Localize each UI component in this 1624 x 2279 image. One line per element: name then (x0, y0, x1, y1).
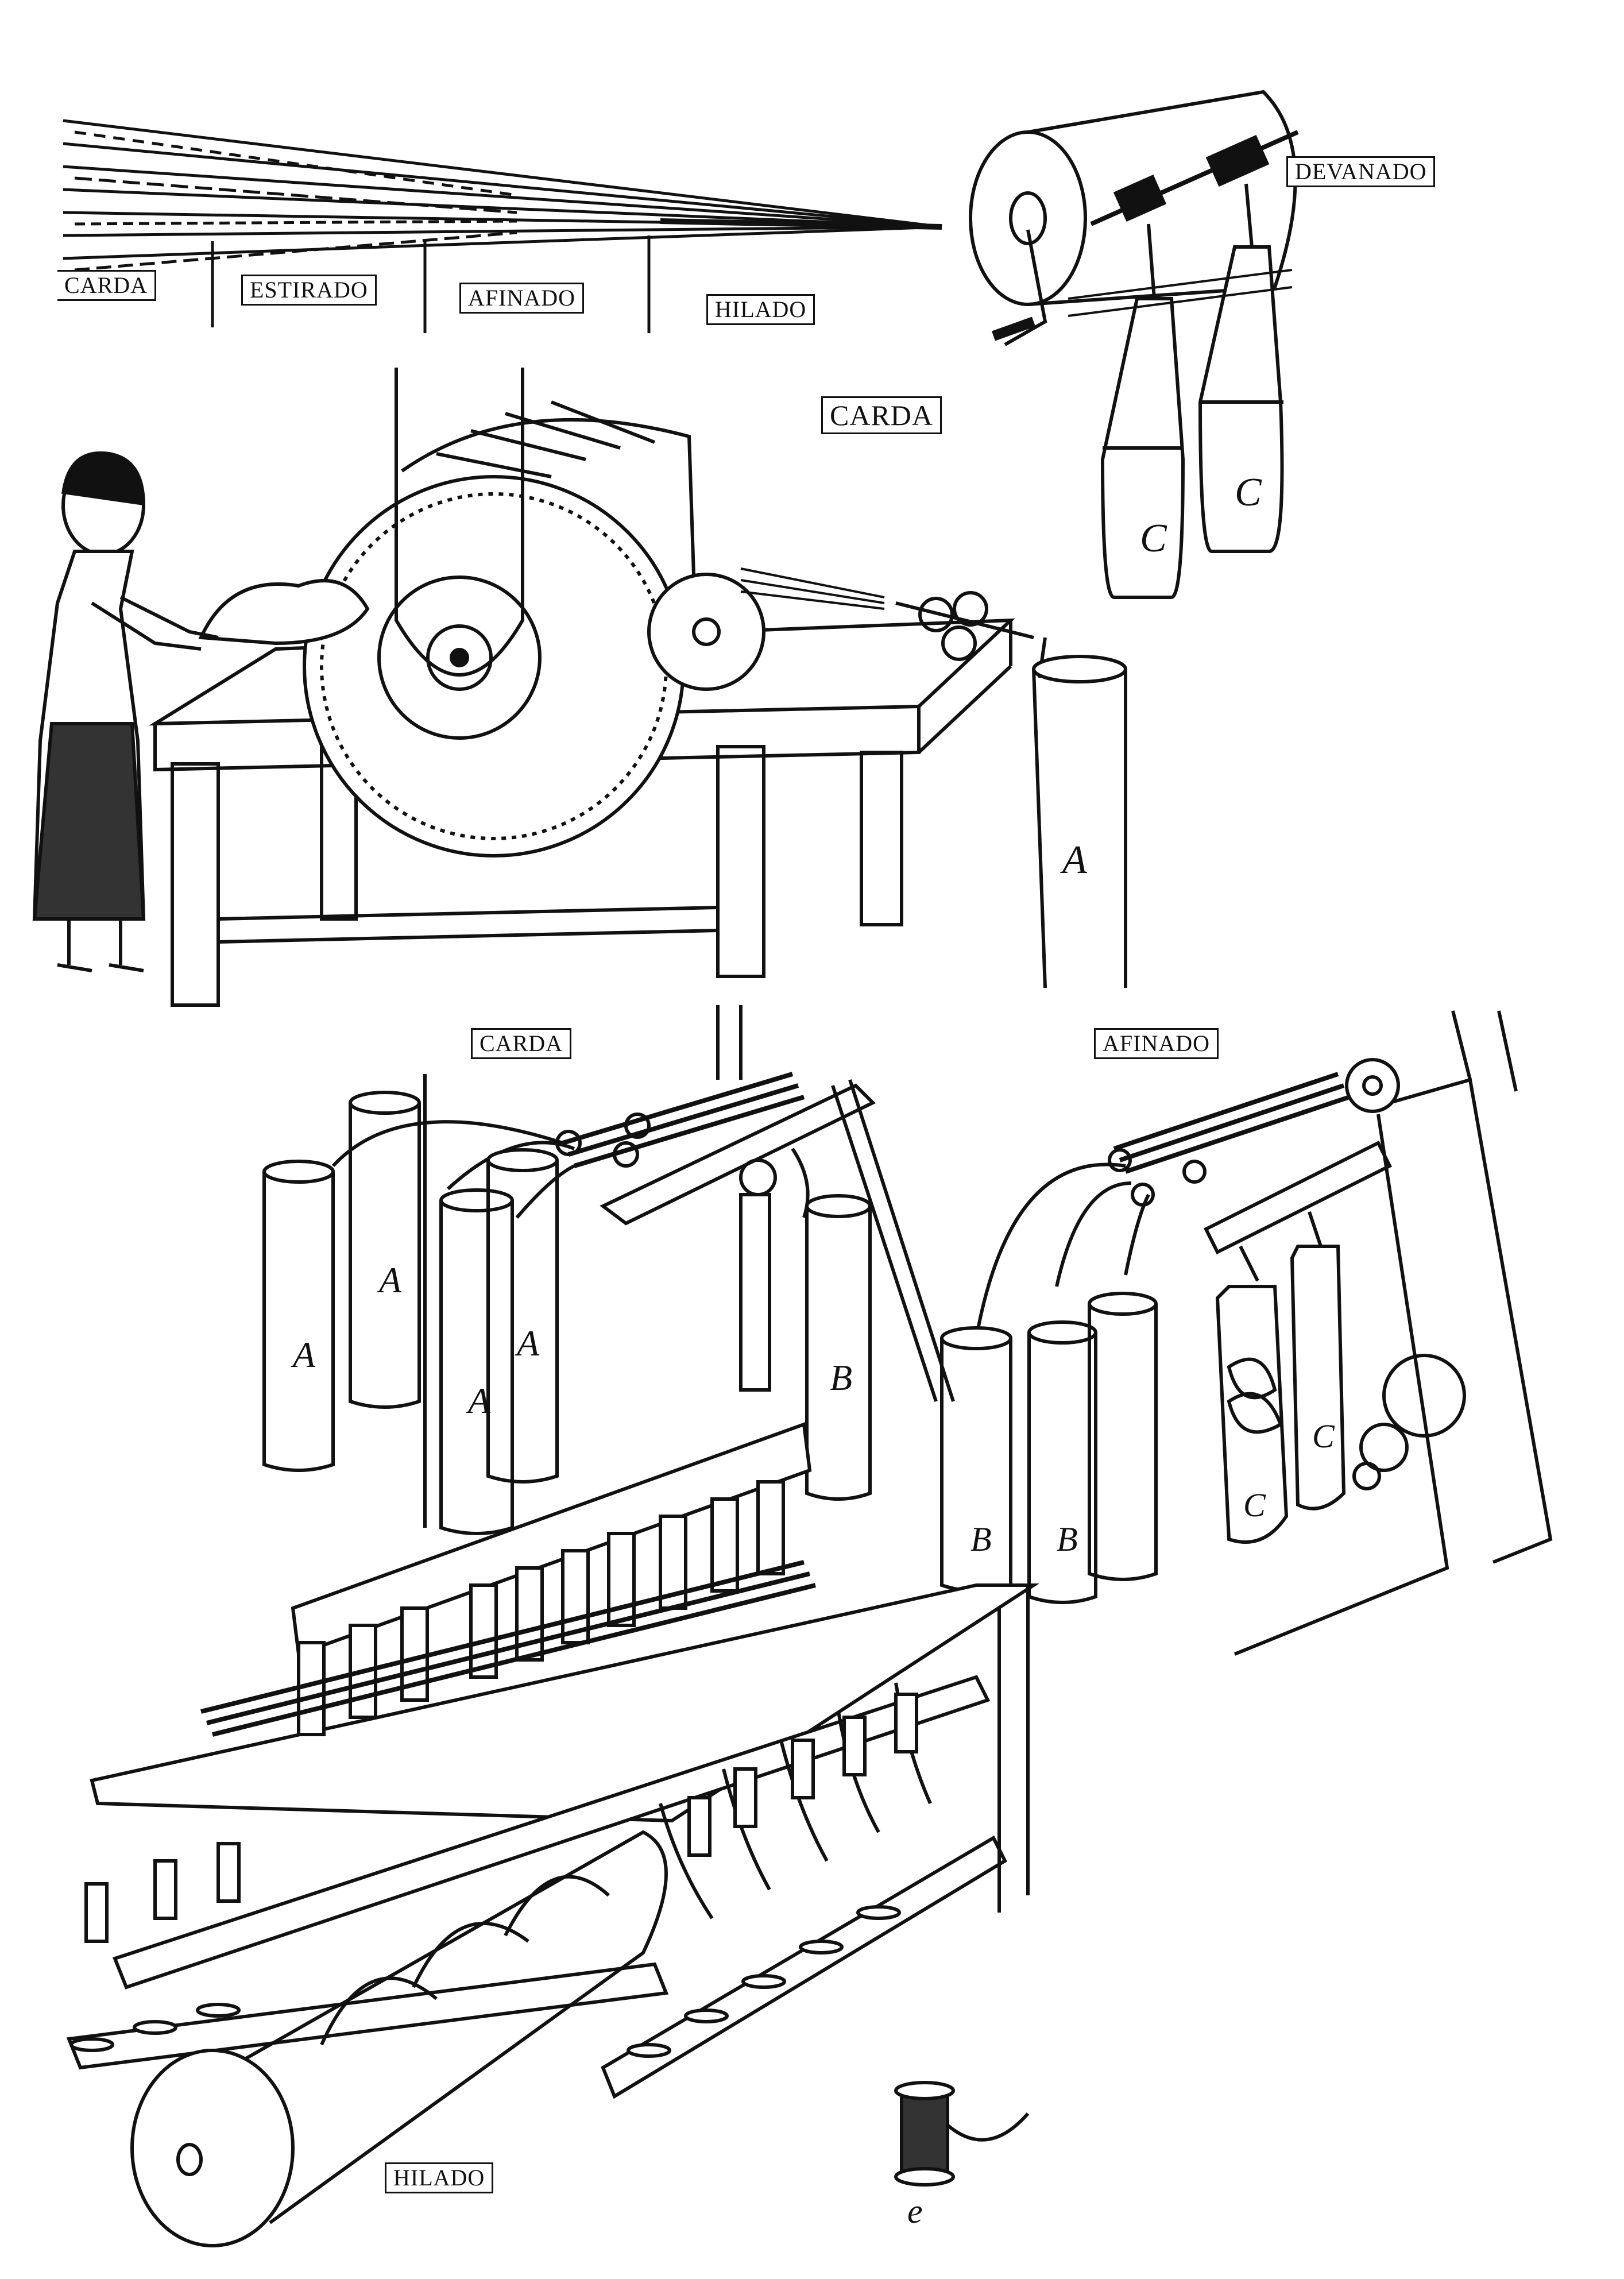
label-carda-machine: CARDA (821, 396, 942, 434)
drawing-frame (262, 1005, 955, 1535)
can-mark-a-2: A (377, 1260, 402, 1300)
fiber-strip (63, 119, 942, 333)
devanado-machine (969, 90, 1299, 599)
label-carda-stretch: CARDA (471, 1028, 572, 1059)
worker-figure (32, 451, 219, 972)
label-hilado-top: HILADO (706, 294, 815, 325)
can-mark-b-2: B (970, 1520, 992, 1558)
label-afinado-machine: AFINADO (1094, 1028, 1219, 1059)
bobbin-mark-e: e (907, 2192, 923, 2230)
carding-machine (149, 368, 1127, 1007)
label-afinado-top: AFINADO (459, 283, 584, 314)
spindles (69, 1693, 918, 2058)
spinning-frame (66, 1422, 1040, 2247)
label-hilado-machine: HILADO (385, 2162, 494, 2193)
can-mark-a-carding: A (1060, 838, 1087, 882)
label-carda-top: CARDA (57, 270, 157, 301)
can-mark-b-1: B (830, 1357, 852, 1398)
can-mark-c1: C (1140, 516, 1167, 561)
label-devanado: DEVANADO (1286, 156, 1436, 187)
label-estirado: ESTIRADO (241, 275, 377, 306)
can-mark-c-4: C (1312, 1417, 1335, 1455)
can-mark-a-1: A (291, 1334, 316, 1375)
can-mark-a-4: A (515, 1323, 540, 1363)
can-mark-c-3: C (1243, 1486, 1266, 1524)
roving-frame (940, 1010, 1553, 1656)
can-mark-c2: C (1235, 470, 1262, 515)
can-mark-a-3: A (466, 1380, 491, 1421)
can-mark-b-3: B (1057, 1520, 1078, 1558)
